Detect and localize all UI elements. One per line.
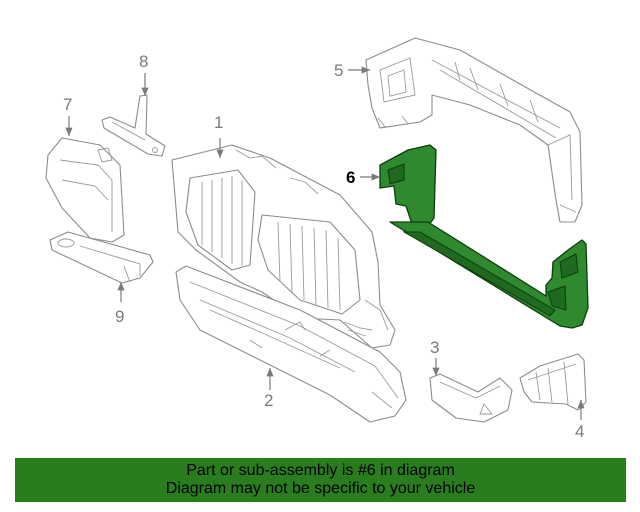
part-2-lower-air-guide[interactable] [175,265,407,423]
vehicle-notice-banner: Part or sub-assembly is #6 in diagram Di… [15,458,626,502]
callout-6[interactable]: 6 [346,168,356,187]
callout-3[interactable]: 3 [430,338,440,357]
parts-diagram [45,37,589,423]
callout-5[interactable]: 5 [334,61,344,80]
banner-line-part-number: Part or sub-assembly is #6 in diagram [186,462,455,479]
callout-7[interactable]: 7 [63,95,73,114]
callout-1[interactable]: 1 [214,113,224,132]
part-9-lower-bracket[interactable] [49,231,154,284]
part-3-deflector[interactable] [429,373,513,423]
banner-line-disclaimer: Diagram may not be specific to your vehi… [165,480,476,497]
part-6-lower-frame[interactable] [379,144,589,329]
part-4-side-bracket[interactable] [519,353,587,411]
part-7-air-duct[interactable] [45,137,125,243]
callout-4[interactable]: 4 [575,422,585,441]
part-8-bracket[interactable] [101,94,166,157]
part-1-grille-assembly[interactable] [171,144,396,349]
callout-9[interactable]: 9 [115,307,125,326]
leader-lines [65,66,585,420]
part-5-upper-carrier[interactable] [365,37,583,223]
callout-8[interactable]: 8 [139,52,149,71]
callout-2[interactable]: 2 [264,391,274,410]
